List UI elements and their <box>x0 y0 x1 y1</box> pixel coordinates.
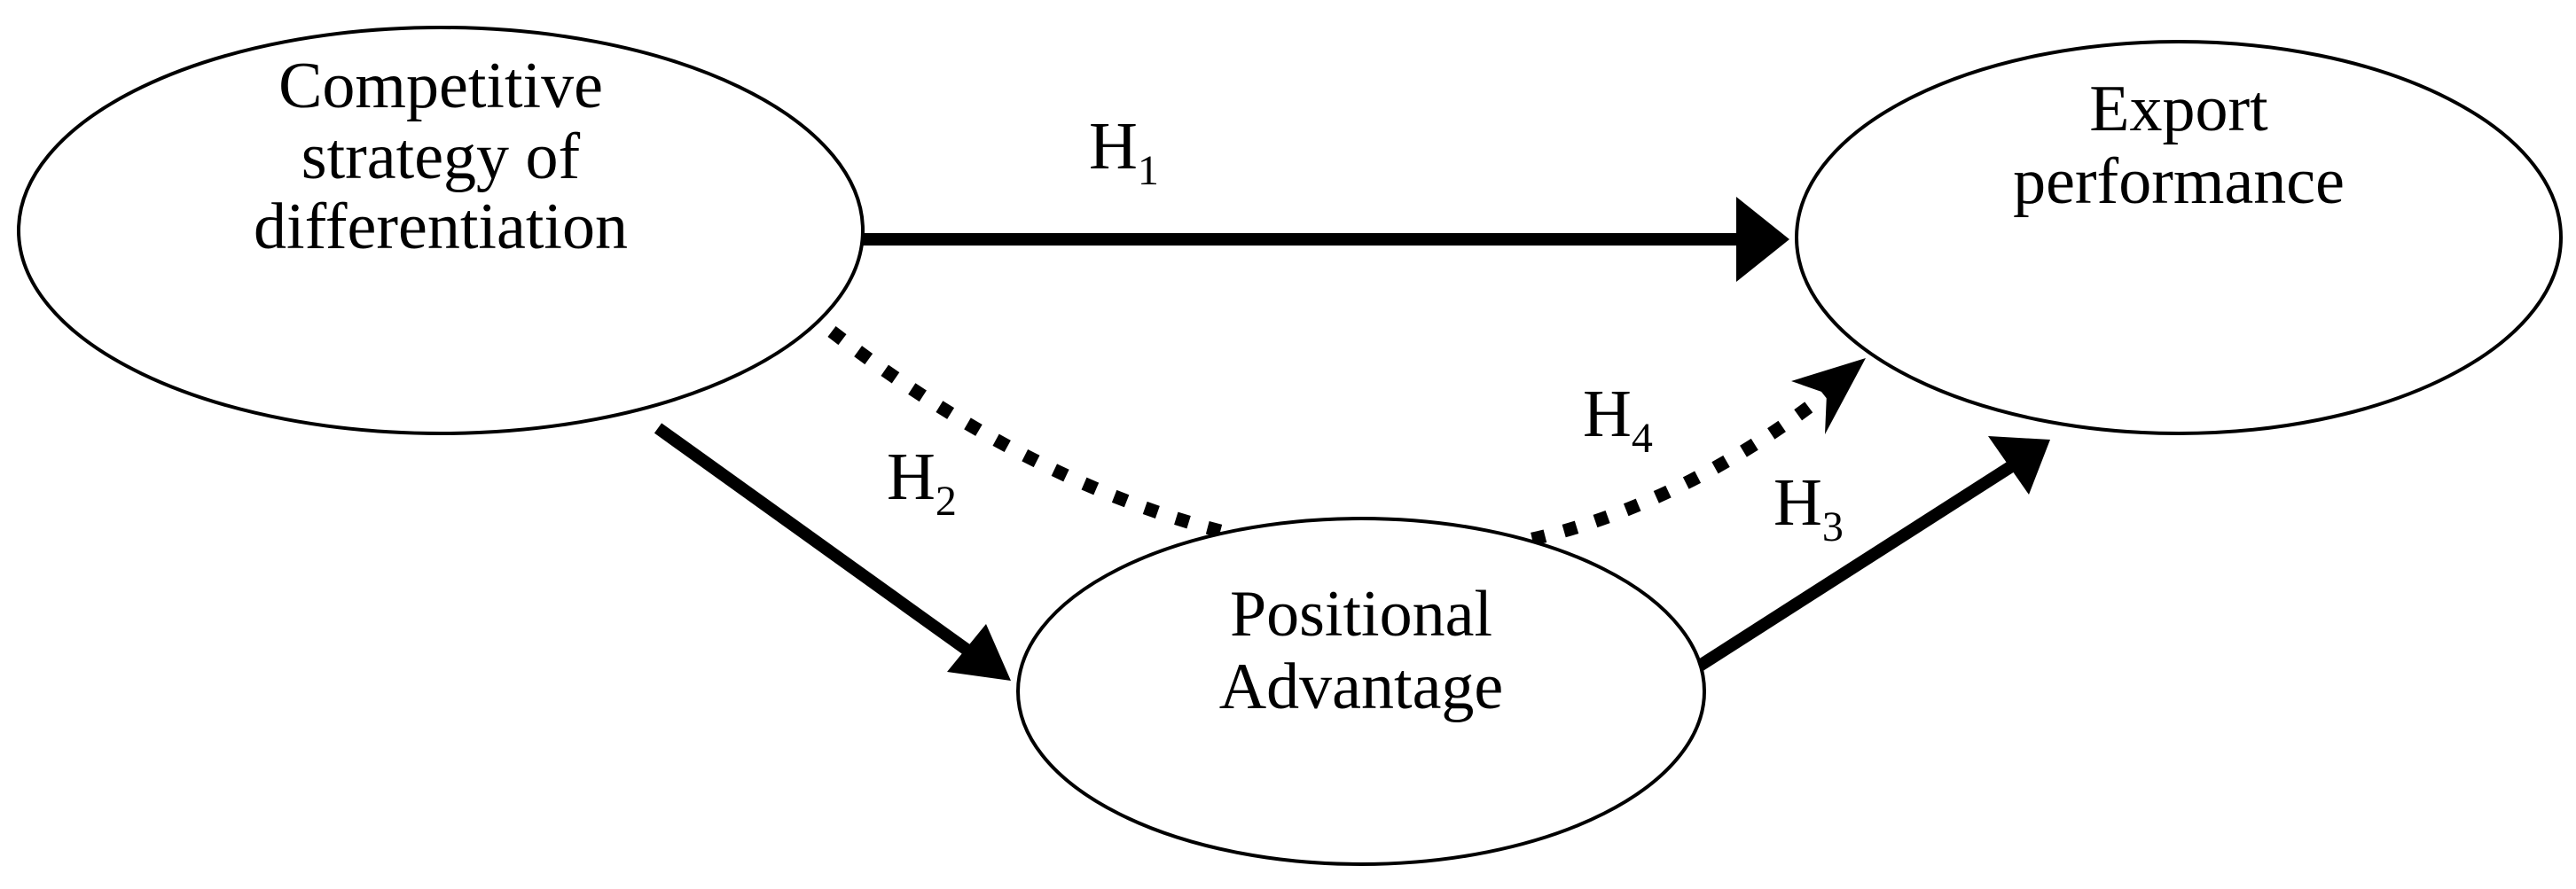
edge-h3-solid-path[interactable] <box>1687 436 2050 677</box>
h1-label-text: H <box>1089 109 1138 183</box>
export-performance-ellipse <box>1795 40 2563 435</box>
svg-text:H3: H3 <box>1773 465 1844 550</box>
h2-line <box>654 423 980 661</box>
svg-text:H2: H2 <box>887 440 957 525</box>
competitive-strategy-label-line2: strategy of <box>301 121 581 193</box>
h2-arrowhead-icon <box>947 624 1011 681</box>
h3-label-text: H <box>1773 465 1822 540</box>
h3-label-subscript: 3 <box>1822 503 1844 550</box>
hypothesis-label-h4: H4 <box>1583 377 1653 462</box>
node-competitive-strategy[interactable]: Competitive strategy of differentiation <box>17 26 865 435</box>
positional-advantage-label-line2: Advantage <box>1219 651 1504 723</box>
positional-advantage-label-line1: Positional <box>1230 578 1492 651</box>
edge-h2-solid-path[interactable] <box>654 423 1011 681</box>
h2-label-subscript: 2 <box>936 478 957 525</box>
export-performance-label-line2: performance <box>2013 145 2345 218</box>
export-performance-label-line1: Export <box>2089 73 2268 145</box>
competitive-strategy-label-line1: Competitive <box>278 50 603 122</box>
node-positional-advantage[interactable]: Positional Advantage <box>1016 517 1706 866</box>
competitive-strategy-ellipse <box>17 26 865 435</box>
hypothesis-label-h1: H1 <box>1089 109 1159 194</box>
edge-h4-dotted-path[interactable] <box>827 326 1866 561</box>
h2-label-text: H <box>887 440 936 514</box>
h3-arrowhead-icon <box>1988 436 2050 495</box>
h4-label-text: H <box>1583 377 1632 451</box>
h1-label-subscript: 1 <box>1138 147 1159 194</box>
hypothesis-label-h3: H3 <box>1773 465 1844 550</box>
positional-advantage-ellipse <box>1016 517 1706 866</box>
h3-line <box>1687 460 2016 677</box>
edge-h1-solid-path[interactable] <box>823 197 1789 282</box>
h4-arrowhead-icon <box>1791 358 1866 434</box>
svg-text:H4: H4 <box>1583 377 1653 462</box>
h4-label-subscript: 4 <box>1632 415 1653 462</box>
h1-arrowhead-icon <box>1736 197 1789 282</box>
node-export-performance[interactable]: Export performance <box>1795 40 2563 435</box>
svg-text:H1: H1 <box>1089 109 1159 194</box>
hypothesis-label-h2: H2 <box>887 440 957 525</box>
competitive-strategy-label-line3: differentiation <box>254 191 628 263</box>
